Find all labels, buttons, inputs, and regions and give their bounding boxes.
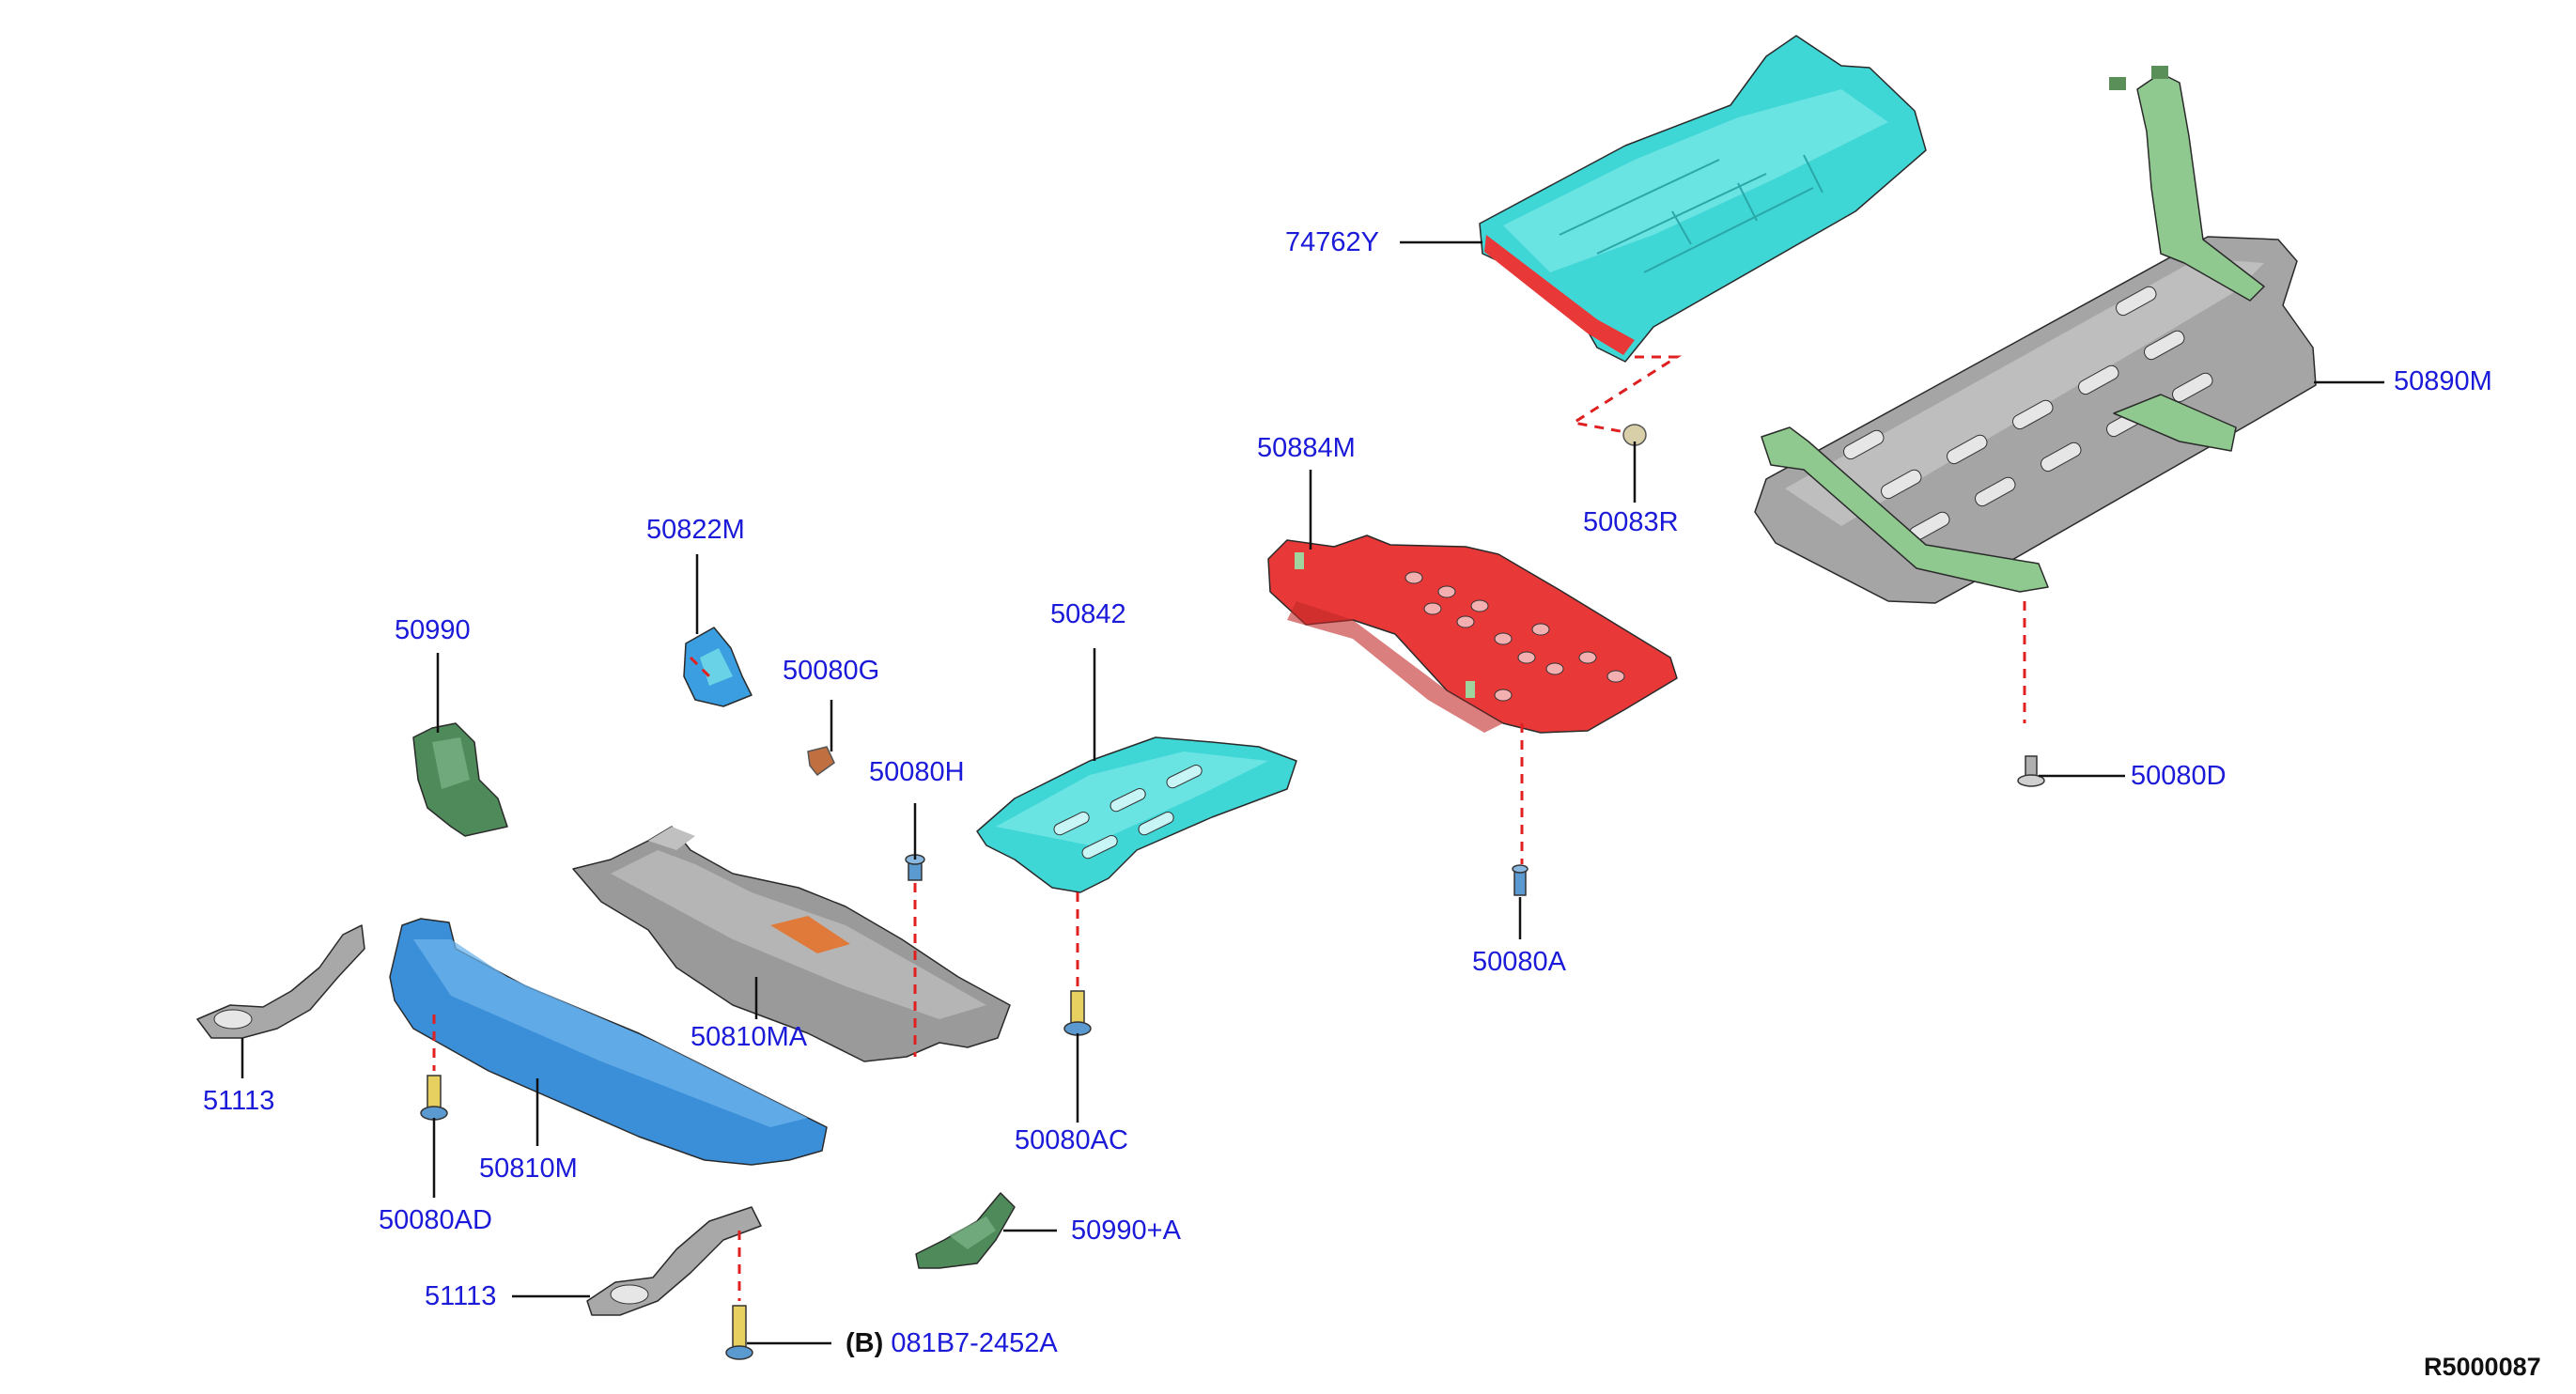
callout-50080D[interactable]: 50080D [2131, 761, 2227, 791]
callout-50890M[interactable]: 50890M [2394, 366, 2492, 396]
leader-lines [241, 240, 2384, 1345]
under-cover-50810M[interactable] [389, 918, 828, 1166]
callout-50810M[interactable]: 50810M [479, 1154, 578, 1184]
callout-prefix: (B) [846, 1328, 884, 1358]
bolt-081B7-2452A[interactable] [725, 1305, 753, 1360]
bolt-50080AC[interactable] [1063, 990, 1092, 1036]
callout-50080A[interactable]: 50080A [1472, 947, 1566, 977]
callout-label: 081B7-2452A [891, 1328, 1058, 1358]
callout-50990A[interactable]: 50990+A [1071, 1216, 1181, 1246]
skid-plate-50890M[interactable] [1754, 66, 2317, 604]
callout-50080G[interactable]: 50080G [783, 656, 880, 686]
callout-50080AD[interactable]: 50080AD [379, 1205, 492, 1235]
diagram-code: R5000087 [2424, 1353, 2541, 1381]
bolt-50080A[interactable] [1512, 864, 1529, 896]
under-cover-50810MA[interactable] [572, 826, 1011, 1062]
callout-50810MA[interactable]: 50810MA [691, 1022, 808, 1052]
callout-50842[interactable]: 50842 [1050, 599, 1126, 629]
bracket-51113-lower[interactable] [586, 1206, 762, 1316]
callout-50080AC[interactable]: 50080AC [1015, 1125, 1128, 1155]
heat-insulator-74762Y[interactable] [1479, 35, 1927, 363]
bolt-50080D[interactable] [2017, 755, 2045, 787]
bracket-50990[interactable] [412, 722, 508, 837]
callout-74762Y[interactable]: 74762Y [1285, 227, 1379, 257]
bracket-51113-upper[interactable] [196, 924, 365, 1039]
bracket-50990A[interactable] [915, 1192, 1016, 1269]
callout-50083R[interactable]: 50083R [1583, 507, 1679, 537]
callout-50822M[interactable]: 50822M [646, 515, 745, 545]
bracket-plate-50884M[interactable] [1267, 534, 1678, 734]
bracket-50822M[interactable] [683, 627, 753, 707]
bracket-plate-50842[interactable] [976, 736, 1297, 893]
bolt-50080AD[interactable] [420, 1075, 448, 1121]
clip-50080G[interactable] [807, 746, 835, 777]
callout-50080H[interactable]: 50080H [869, 757, 965, 787]
dashed-guide-lines [432, 355, 2026, 1301]
callout-081B7-2452A[interactable]: (B) 081B7-2452A [846, 1330, 1058, 1357]
callout-50990[interactable]: 50990 [395, 615, 471, 645]
callout-51113-lower[interactable]: 51113 [425, 1281, 497, 1311]
callout-50884M[interactable]: 50884M [1257, 433, 1356, 463]
callout-51113-upper[interactable]: 51113 [203, 1086, 275, 1116]
